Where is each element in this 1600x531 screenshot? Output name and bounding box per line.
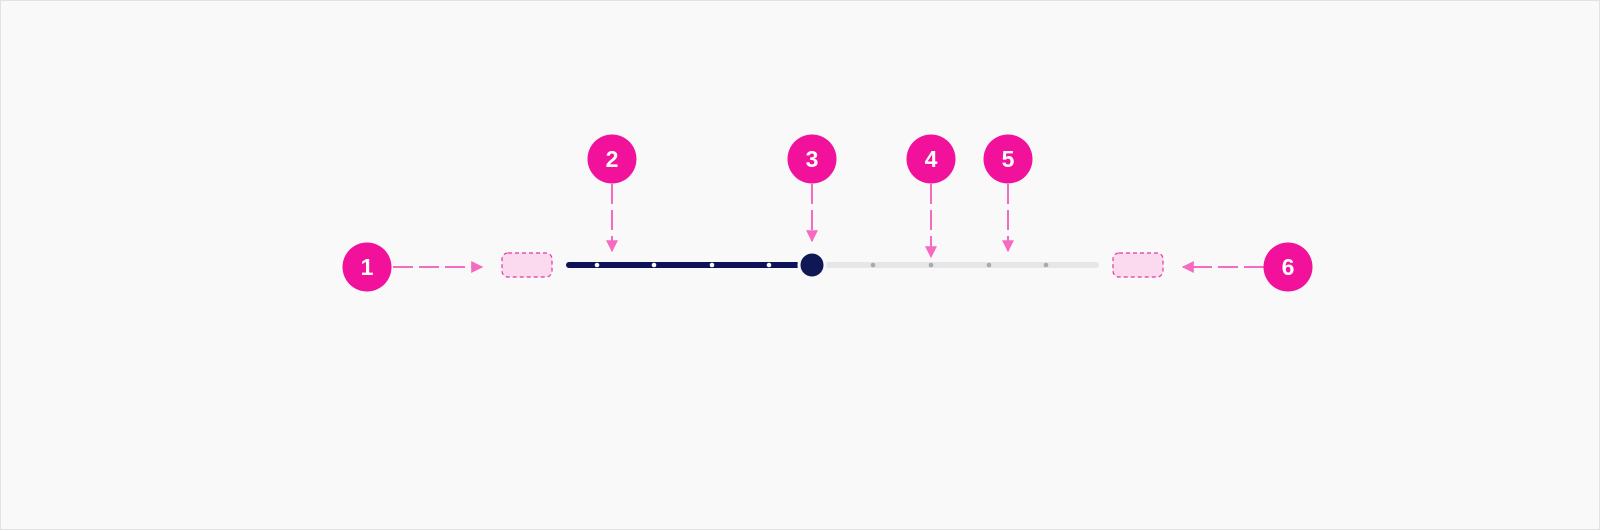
marker-3: 3 <box>787 134 837 184</box>
tick-mark <box>1043 262 1049 268</box>
marker-2-label: 2 <box>606 146 619 172</box>
marker-5: 5 <box>983 134 1033 184</box>
tick-mark <box>928 262 934 268</box>
marker-4-label: 4 <box>925 146 938 172</box>
handle[interactable] <box>797 250 827 280</box>
marker-6-label: 6 <box>1282 254 1295 280</box>
leading-slot <box>501 252 553 278</box>
marker-1: 1 <box>342 242 392 292</box>
tick-mark <box>766 262 772 268</box>
tick-mark <box>594 262 600 268</box>
tick-mark <box>986 262 992 268</box>
marker-4: 4 <box>906 134 956 184</box>
marker-6: 6 <box>1263 242 1313 292</box>
marker-3-label: 3 <box>806 146 819 172</box>
tick-mark <box>870 262 876 268</box>
tick-mark <box>709 262 715 268</box>
marker-1-label: 1 <box>361 254 374 280</box>
trailing-slot <box>1112 252 1164 278</box>
tick-mark <box>651 262 657 268</box>
tick-marks <box>594 262 1049 268</box>
marker-2: 2 <box>587 134 637 184</box>
marker-5-label: 5 <box>1002 146 1015 172</box>
